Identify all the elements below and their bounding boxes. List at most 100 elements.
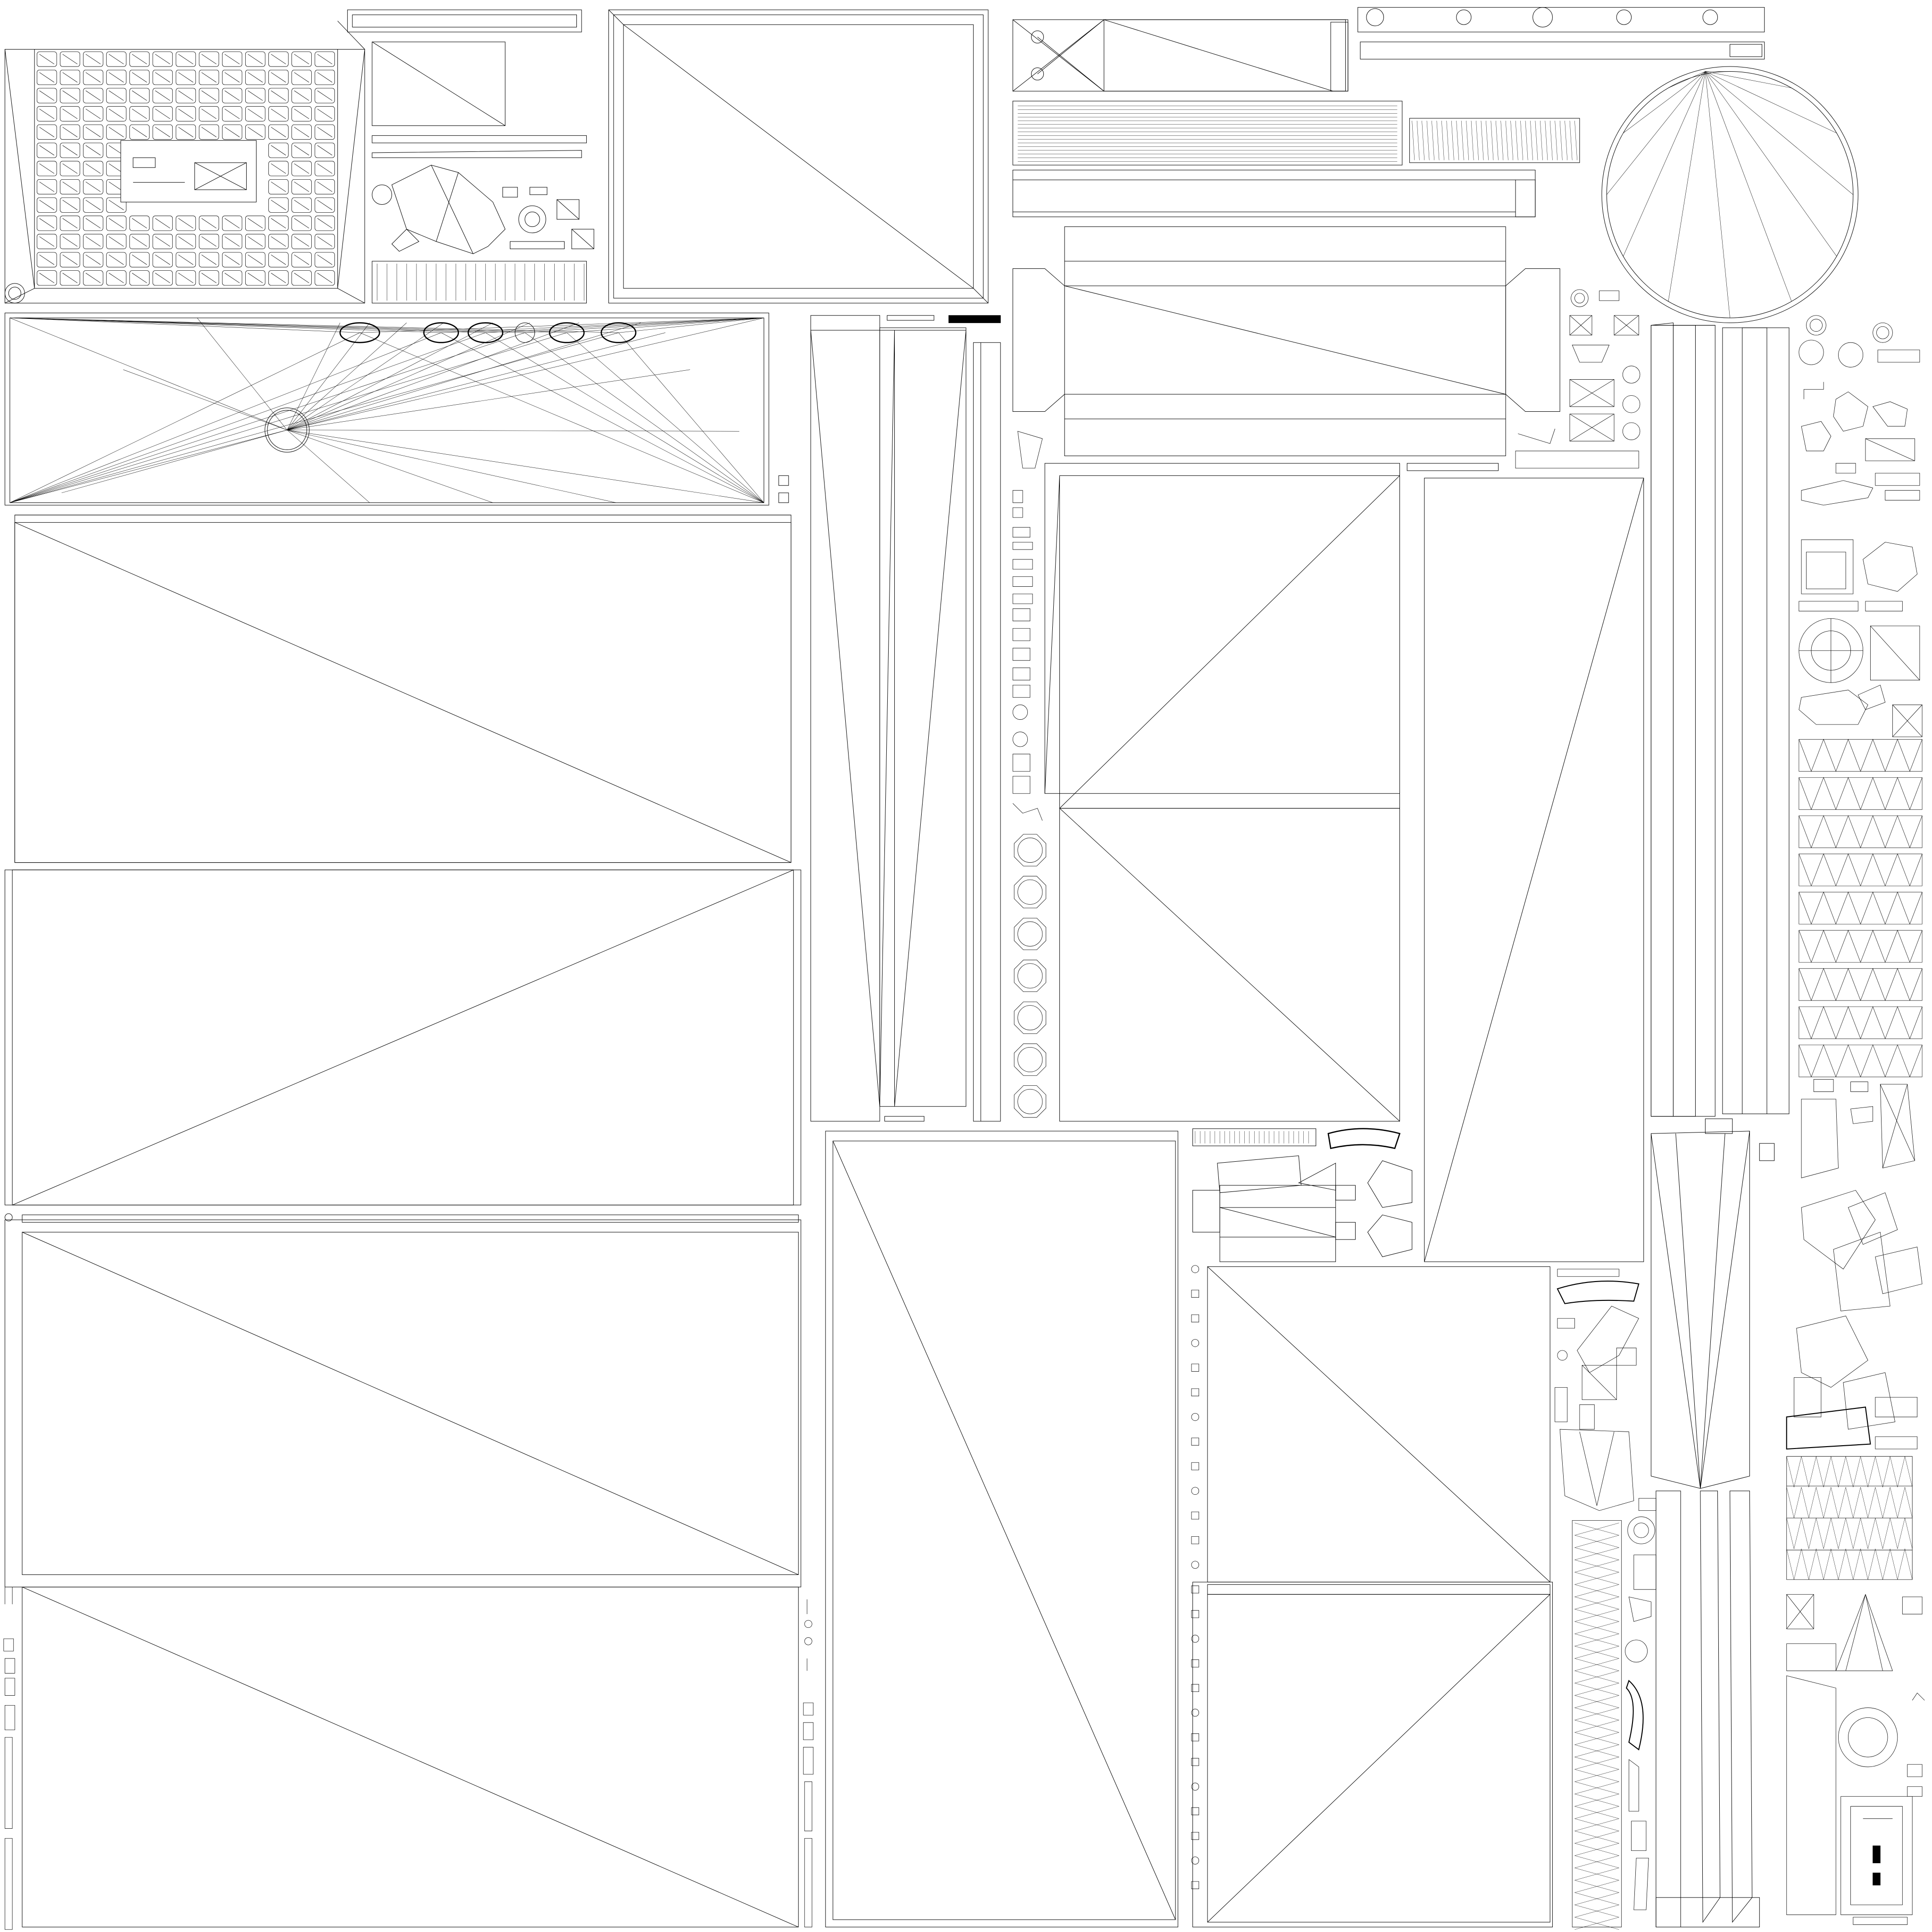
grid-cell-diagonal xyxy=(317,218,332,228)
grid-cell xyxy=(153,252,173,267)
star-line xyxy=(287,323,530,430)
grid-cell xyxy=(199,107,219,121)
star-line xyxy=(525,318,764,333)
uv-island-lower-pillar xyxy=(1651,1119,1774,1927)
grid-cell-diagonal xyxy=(248,273,263,283)
dot xyxy=(1191,1290,1199,1298)
grid-cell xyxy=(37,52,57,67)
uv-island-left-edge-strips xyxy=(4,1587,15,1930)
fan-line xyxy=(1705,72,1853,195)
grid-cell xyxy=(60,161,80,176)
grid-cell xyxy=(107,234,126,249)
star-line xyxy=(441,333,764,502)
hatch-line xyxy=(1550,121,1552,160)
grid-cell-diagonal xyxy=(86,200,100,210)
dot xyxy=(1191,1512,1199,1519)
fan-line xyxy=(1705,72,1836,133)
grid-cell-diagonal xyxy=(225,273,239,283)
uv-island-truss-lines xyxy=(1574,1523,1619,1930)
uv-islands xyxy=(4,8,1924,1930)
grid-cell xyxy=(153,216,173,231)
zigzag-line xyxy=(1799,739,1922,771)
grid-cell-diagonal xyxy=(86,91,100,100)
grid-cell-diagonal xyxy=(40,54,54,64)
grid-cell xyxy=(268,52,288,67)
uv-island-hatch-lines xyxy=(1412,121,1577,160)
truss-line xyxy=(1574,1683,1619,1695)
grid-cell xyxy=(60,198,80,212)
grid-cell-diagonal xyxy=(294,145,309,155)
zigzag-line xyxy=(1799,777,1922,809)
grid-cell-diagonal xyxy=(248,73,263,83)
zigzag-line xyxy=(1799,854,1922,886)
grid-cell-diagonal xyxy=(294,255,309,265)
fan-line xyxy=(1705,72,1791,301)
star-line xyxy=(360,318,764,333)
star-line xyxy=(10,333,360,502)
grid-cell-diagonal xyxy=(201,54,216,64)
hatch-line xyxy=(1427,121,1429,160)
octagon xyxy=(1014,876,1046,908)
star-line xyxy=(10,318,567,333)
truss-line xyxy=(1574,1560,1619,1572)
grid-cell xyxy=(107,271,126,285)
grid-cell xyxy=(222,234,242,249)
grid-cell xyxy=(60,107,80,121)
grid-cell xyxy=(292,161,312,176)
grid-cell-diagonal xyxy=(317,200,332,210)
grid-cell xyxy=(83,52,103,67)
star-line xyxy=(10,333,485,502)
hatch-line xyxy=(1560,121,1562,160)
uv-island-right-lower-misc xyxy=(1786,1079,1925,1924)
grid-cell xyxy=(222,125,242,139)
star-line xyxy=(123,370,287,430)
grid-cell-diagonal xyxy=(178,54,193,64)
grid-cell xyxy=(153,52,173,67)
grid-cell xyxy=(315,271,335,285)
truss-line xyxy=(1574,1807,1619,1819)
uv-island-square-small xyxy=(372,42,505,126)
dot xyxy=(1191,1857,1199,1865)
uv-island-tall-pillar-2 xyxy=(1723,328,1789,1114)
dot xyxy=(1191,1783,1199,1790)
hatch-line xyxy=(1516,121,1518,160)
grid-cell-diagonal xyxy=(294,200,309,210)
grid-cell-diagonal xyxy=(317,273,332,283)
grid-cell-diagonal xyxy=(201,109,216,119)
grid-cell-diagonal xyxy=(86,73,100,83)
truss-line xyxy=(1574,1658,1619,1671)
grid-cell-diagonal xyxy=(63,200,77,210)
truss-line xyxy=(1574,1757,1619,1769)
grid-cell xyxy=(83,70,103,84)
dot xyxy=(1191,1413,1199,1421)
star-line xyxy=(10,318,618,333)
grid-cell xyxy=(153,234,173,249)
octagon xyxy=(1014,960,1046,991)
star-line xyxy=(287,430,493,503)
grid-cell-diagonal xyxy=(201,237,216,247)
star-line xyxy=(360,333,764,502)
uv-island-zigzag-panels xyxy=(1799,739,1922,1077)
grid-cell xyxy=(292,143,312,158)
truss-line xyxy=(1574,1819,1619,1831)
star-line xyxy=(10,318,525,333)
uv-island-large-frame xyxy=(608,10,988,303)
star-line xyxy=(287,323,340,430)
grid-cell-diagonal xyxy=(155,273,170,283)
grid-cell-diagonal xyxy=(109,218,124,228)
zigzag-line xyxy=(1799,930,1922,962)
grid-cell xyxy=(176,216,196,231)
grid-cell xyxy=(37,161,57,176)
grid-cell-diagonal xyxy=(294,164,309,174)
grid-cell xyxy=(268,70,288,84)
grid-cell-diagonal xyxy=(40,255,54,265)
grid-cell-diagonal xyxy=(317,73,332,83)
uv-island-large-rect-1 xyxy=(15,515,791,863)
grid-cell-diagonal xyxy=(63,54,77,64)
dot xyxy=(1191,1536,1199,1544)
hatch-line xyxy=(1451,121,1454,160)
grid-cell-diagonal xyxy=(40,164,54,174)
hatch-line xyxy=(1521,121,1523,160)
grid-cell xyxy=(83,125,103,139)
hatch-line xyxy=(1422,121,1424,160)
